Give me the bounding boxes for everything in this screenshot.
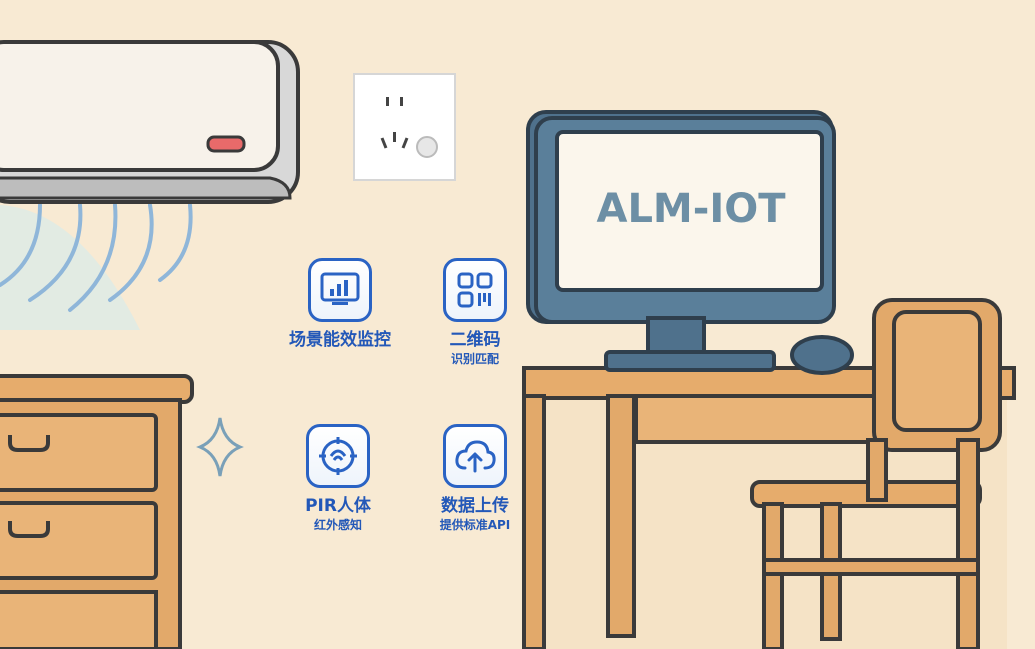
chair (750, 298, 1002, 649)
feature-energy-monitoring: 场景能效监控 (270, 258, 410, 350)
qr-code-icon (443, 258, 507, 322)
monitor (526, 110, 854, 375)
air-conditioner (0, 40, 300, 204)
feature-title: 数据上传 (441, 496, 509, 516)
feature-data-upload: 数据上传 提供标准API (405, 424, 545, 532)
feature-pir-sensor: PIR人体 红外感知 (268, 424, 408, 532)
monitor-screen-label: ALM-IOT (596, 186, 786, 232)
feature-subtitle: 红外感知 (313, 518, 362, 532)
wall-socket (353, 73, 456, 181)
feature-title: 场景能效监控 (289, 330, 391, 350)
feature-title: PIR人体 (305, 496, 371, 516)
feature-subtitle: 提供标准API (439, 518, 511, 532)
monitor-chart-icon (308, 258, 372, 322)
pir-target-icon (306, 424, 370, 488)
feature-qr-code: 二维码 识别匹配 (405, 258, 545, 366)
airflow-icon (0, 203, 193, 330)
feature-title: 二维码 (449, 330, 501, 350)
feature-subtitle: 识别匹配 (450, 352, 499, 366)
drawer-cabinet (0, 374, 194, 649)
sparkle-icon (196, 417, 244, 477)
cloud-upload-icon (443, 424, 507, 488)
